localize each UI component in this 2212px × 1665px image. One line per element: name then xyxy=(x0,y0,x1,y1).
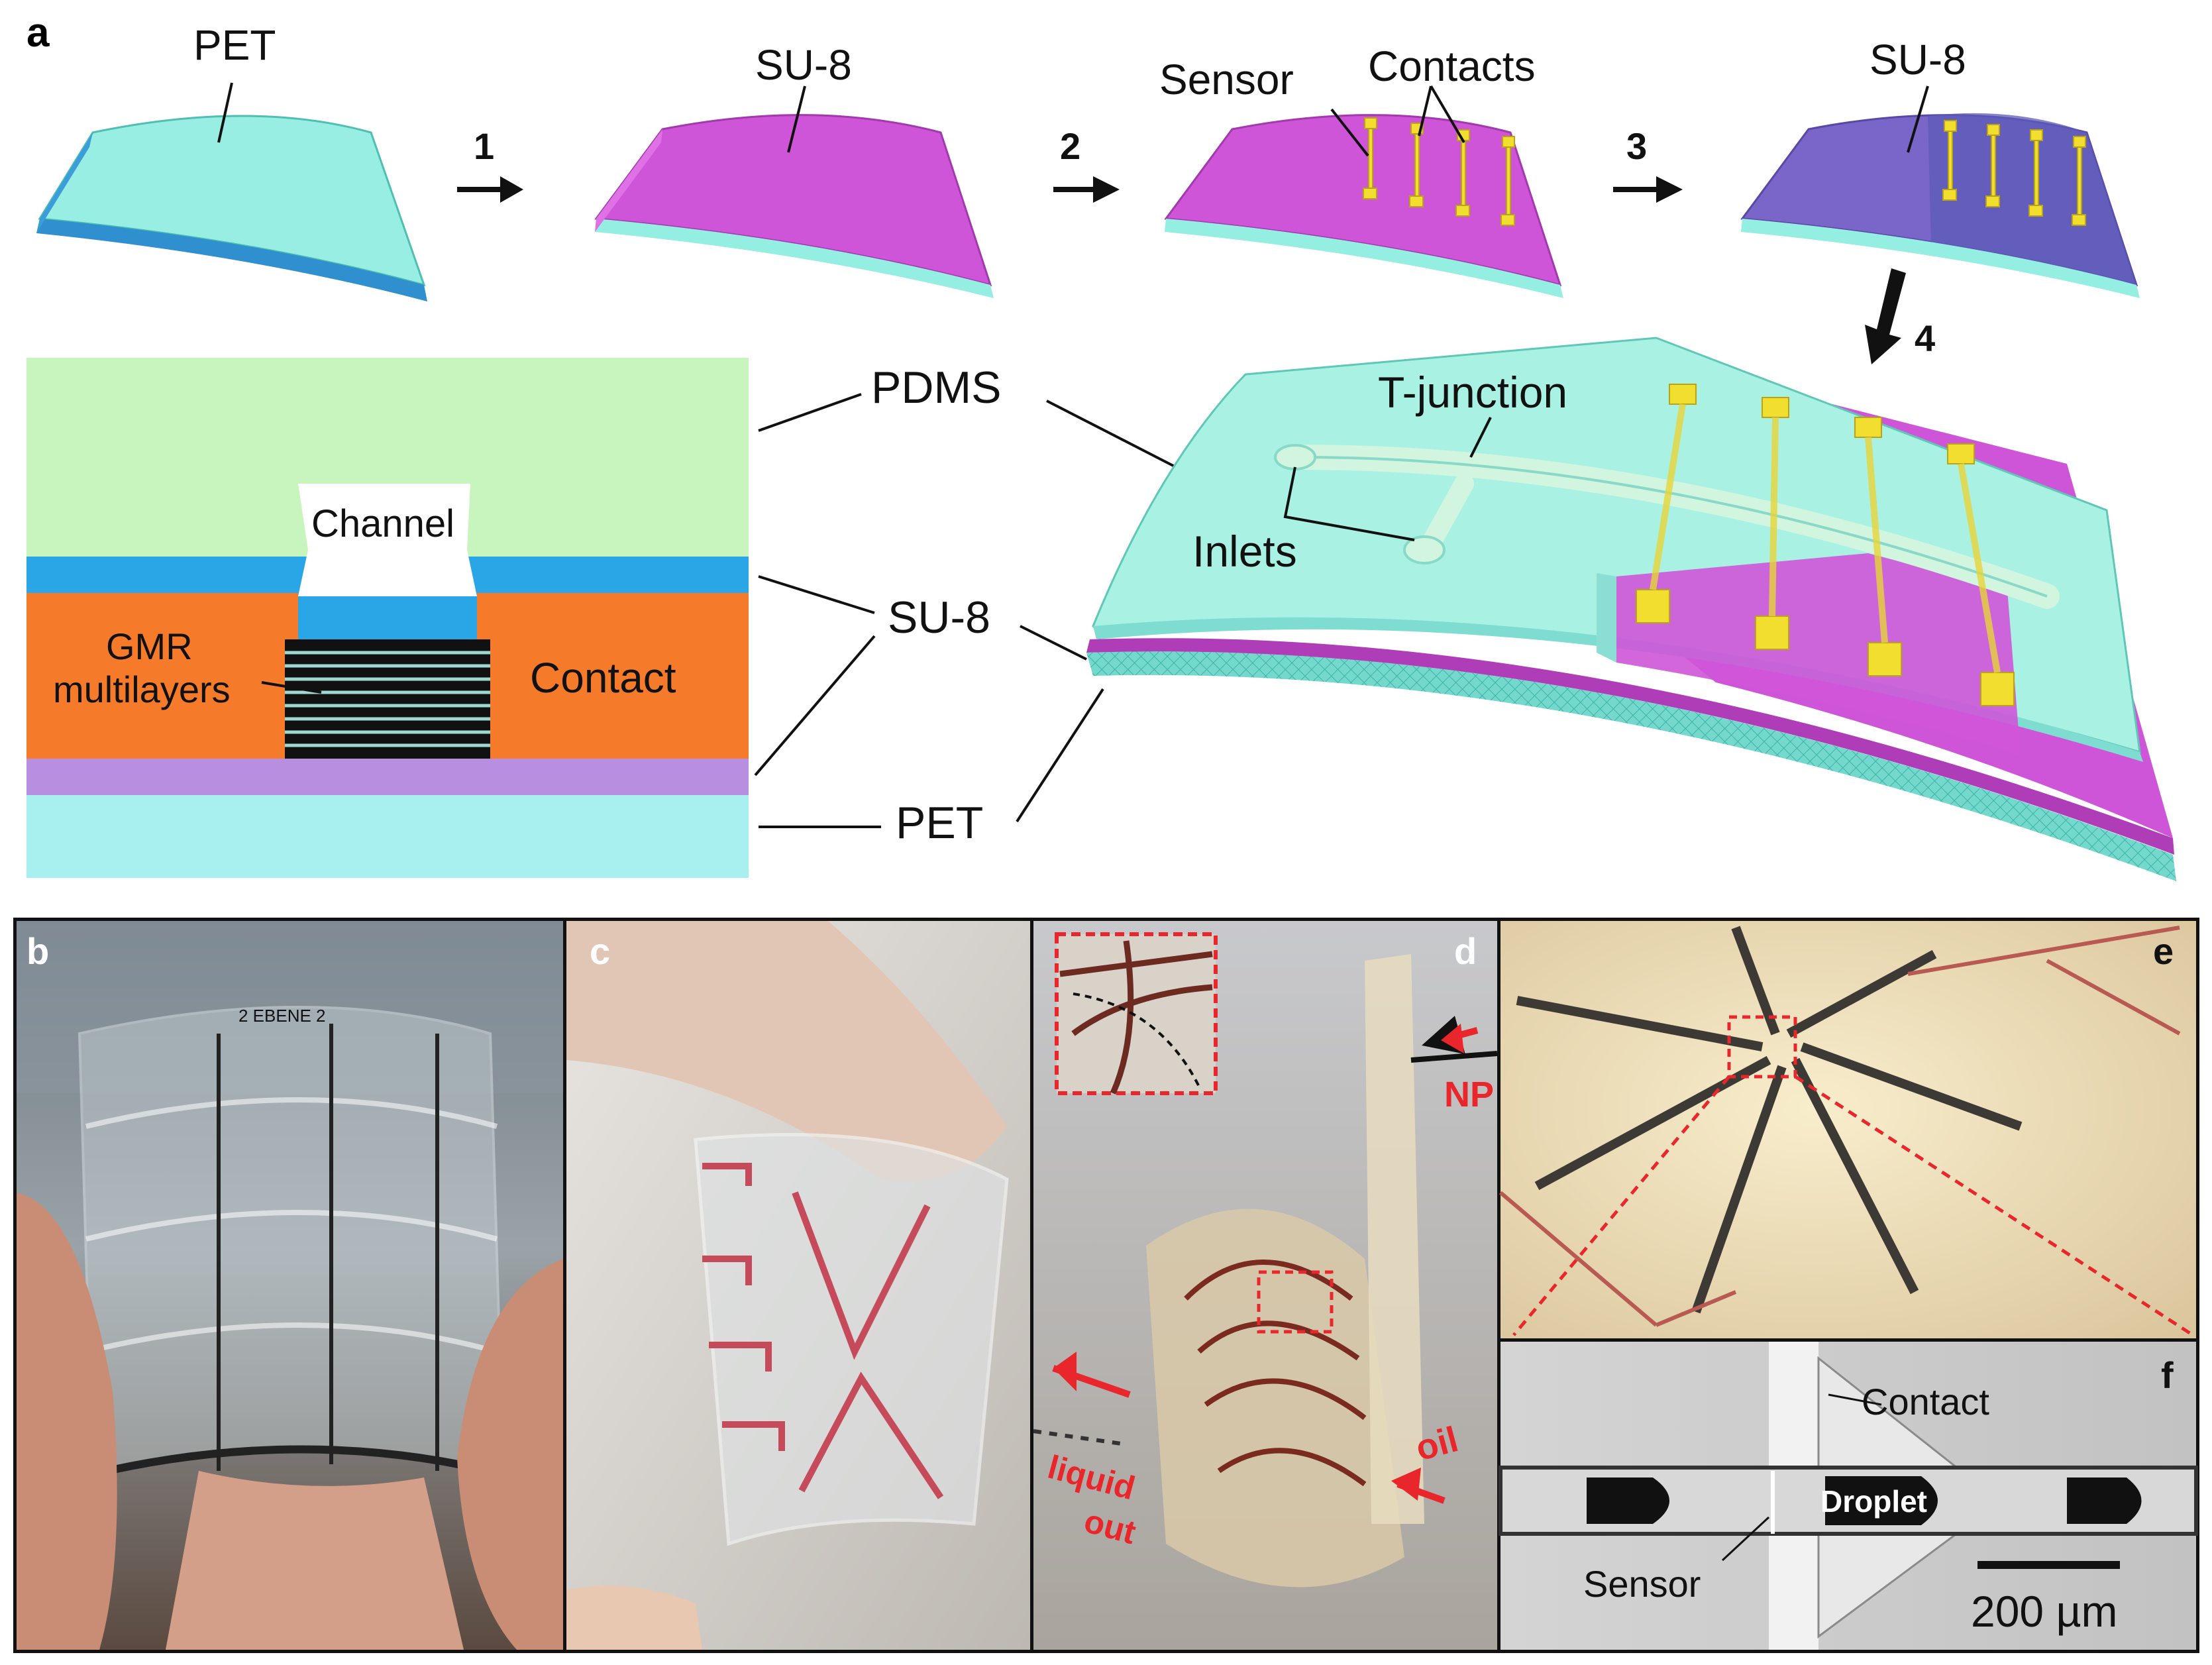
pet-callout-line-right xyxy=(1016,688,1104,823)
panel-a-letter: a xyxy=(26,10,50,56)
photo-f-scale-label: 200 µm xyxy=(1971,1587,2117,1636)
inlets-label: Inlets xyxy=(1192,527,1297,576)
photo-d xyxy=(1033,921,1498,1650)
sensor-label: Sensor xyxy=(1159,56,1294,103)
inlets-callout-line xyxy=(1283,466,1415,541)
sensor-callout-line xyxy=(1330,108,1369,157)
photo-e-letter: e xyxy=(2153,930,2174,972)
stage-2-su8-sheet xyxy=(594,114,994,298)
contact-label: Contact xyxy=(530,654,676,702)
stage-4-label: SU-8 xyxy=(1870,36,1966,83)
su8-callout-line-right xyxy=(1020,625,1087,661)
step-1-arrow xyxy=(457,176,523,203)
stage-4-sheet xyxy=(1740,113,2140,298)
pdms-callout-label: PDMS xyxy=(871,362,1001,413)
tjunction-callout-line xyxy=(1469,417,1492,458)
contacts-label: Contacts xyxy=(1368,42,1536,90)
device-3d xyxy=(1086,337,2176,881)
pet-callout-line xyxy=(217,82,233,143)
tjunction-label: T-junction xyxy=(1378,368,1567,417)
stage-2-label: SU-8 xyxy=(755,41,852,89)
photo-c xyxy=(566,921,1030,1650)
photo-d-letter: d xyxy=(1454,930,1477,972)
photo-f-sensor-label: Sensor xyxy=(1583,1563,1701,1605)
stage-2-callout-line xyxy=(787,85,806,153)
photo-e xyxy=(1499,921,2196,1338)
step-4-arrow xyxy=(1865,268,1906,364)
gmr-label-line2: multilayers xyxy=(53,669,231,710)
su8-callout-line-left-top xyxy=(758,575,875,614)
step-2-number: 2 xyxy=(1060,125,1080,167)
step-3-arrow xyxy=(1613,176,1683,203)
step-2-arrow xyxy=(1053,176,1120,203)
su8-callout-label: SU-8 xyxy=(888,592,990,643)
photo-f-droplet-label: Droplet xyxy=(1820,1484,1927,1519)
contacts-callout-line-1 xyxy=(1418,85,1432,136)
pdms-callout-line-left xyxy=(758,393,862,432)
gmr-label-line1: GMR xyxy=(106,625,193,667)
stage-1-label: PET xyxy=(193,21,276,69)
stage-1-pet-sheet xyxy=(36,115,427,301)
cross-section-diagram xyxy=(26,358,749,878)
contacts-callout-line-2 xyxy=(1430,85,1465,144)
step-4-number: 4 xyxy=(1915,317,1935,359)
gmr-callout-line xyxy=(261,681,322,694)
step-3-number: 3 xyxy=(1626,125,1647,167)
photo-b-letter: b xyxy=(26,930,49,972)
pet-callout-label: PET xyxy=(896,798,983,848)
photo-b xyxy=(17,921,563,1650)
photo-d-np-label: NP xyxy=(1444,1075,1494,1114)
su8-callout-line-left-bottom xyxy=(754,635,876,777)
photo-b-marks: 2 EBENE 2 xyxy=(238,1006,326,1026)
stage-4-callout-line xyxy=(1907,85,1929,153)
photo-f xyxy=(1499,1342,2198,1650)
pdms-callout-line-right xyxy=(1046,400,1177,468)
step-1-number: 1 xyxy=(474,125,494,167)
photo-f-letter: f xyxy=(2161,1354,2174,1396)
stage-3-sheet xyxy=(1164,114,1563,298)
photo-f-contact-label: Contact xyxy=(1862,1381,1989,1423)
photo-c-letter: c xyxy=(590,930,610,972)
channel-label: Channel xyxy=(311,502,454,545)
